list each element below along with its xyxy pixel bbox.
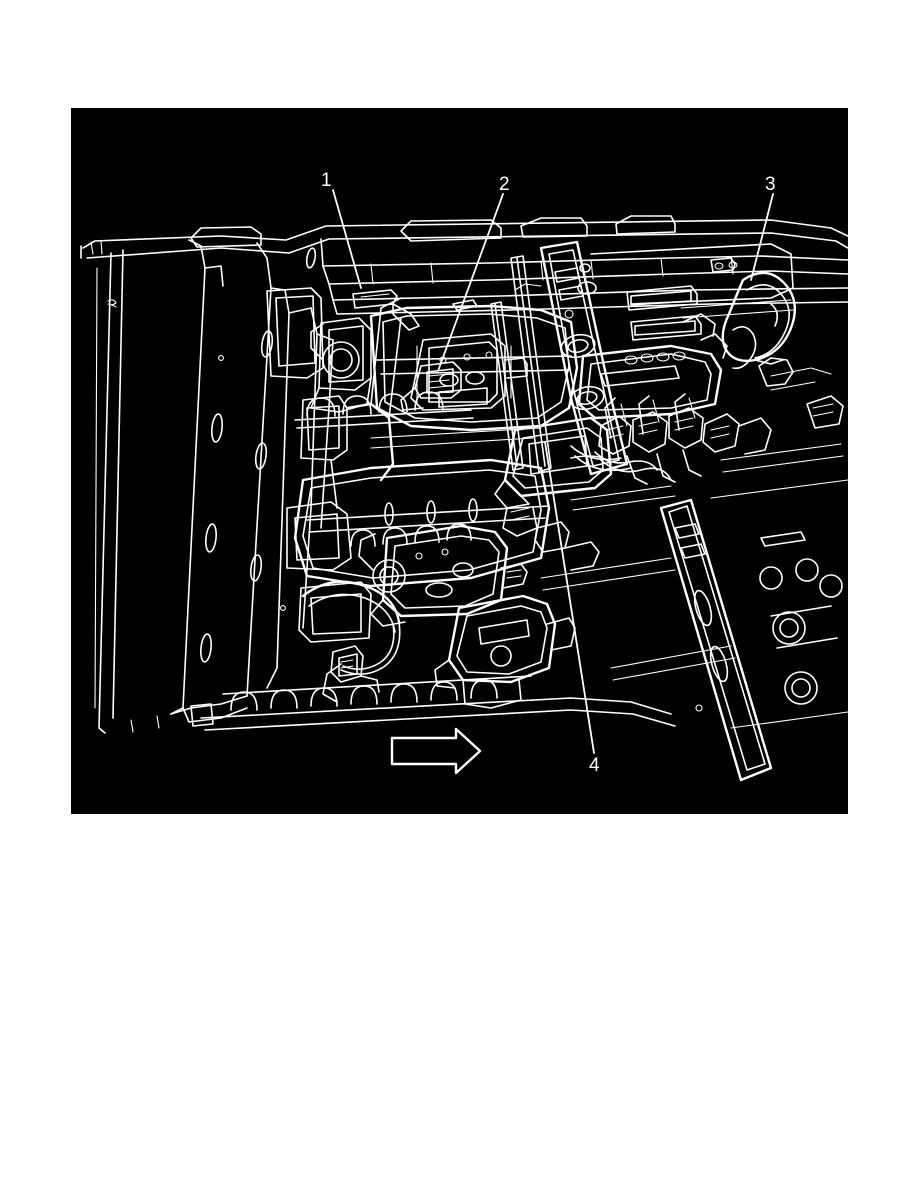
forward-direction-arrow: [390, 727, 482, 775]
leader-line-4: [544, 441, 595, 754]
callout-number-4: 4: [589, 755, 600, 776]
callout-number-3: 3: [765, 174, 776, 195]
left-rocker-panel: [98, 239, 334, 734]
callout-2-target-connector: [400, 361, 462, 411]
leader-line-1: [332, 189, 362, 289]
drawing-body: [80, 189, 848, 782]
right-floor-pan: [577, 243, 843, 782]
background-detail-lines: [94, 267, 848, 729]
callout-number-2: 2: [499, 174, 510, 195]
shift-boot-assembly: [721, 271, 797, 370]
transmission-tunnel: [294, 304, 579, 432]
illustration-svg: .ln { fill:none; stroke:#ffffff; stroke-…: [80, 189, 848, 782]
left-floor-structures: [266, 287, 402, 643]
lower-connector-clip: [330, 645, 380, 693]
wiring-harness-cluster: [570, 393, 772, 485]
bottom-tab-row: [190, 675, 676, 731]
figure-panel: .ln { fill:none; stroke:#ffffff; stroke-…: [71, 108, 848, 814]
leader-lines: [332, 189, 774, 754]
callout-1-target-bracket: [352, 289, 420, 331]
console-bracket: [577, 313, 728, 420]
leader-line-2: [437, 193, 504, 372]
callout-number-1: 1: [321, 170, 332, 191]
leader-line-3: [750, 193, 774, 281]
